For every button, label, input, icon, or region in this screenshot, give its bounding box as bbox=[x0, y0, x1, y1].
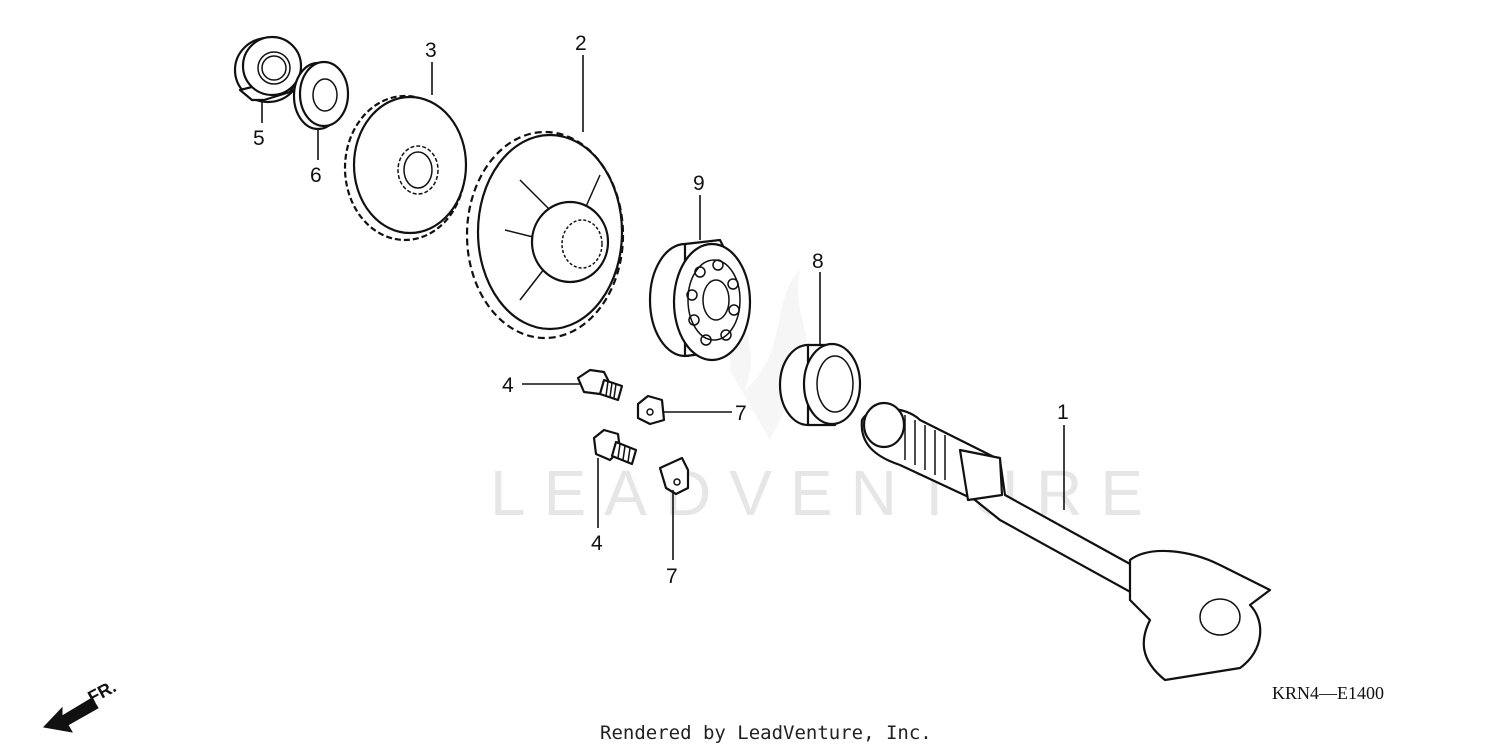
part-4-bolt-upper bbox=[576, 368, 624, 402]
callout-7-upper: 7 bbox=[735, 402, 747, 425]
callout-6: 6 bbox=[310, 164, 322, 187]
leader-lines bbox=[261, 55, 1065, 560]
front-direction-indicator: FR. bbox=[42, 676, 119, 733]
callout-4-upper: 4 bbox=[502, 374, 514, 397]
part-7-plate-upper bbox=[636, 394, 666, 426]
arrow-icon bbox=[42, 697, 99, 733]
callout-7-lower: 7 bbox=[666, 565, 678, 588]
callout-8: 8 bbox=[812, 250, 824, 273]
diagram-code: KRN4—E1400 bbox=[1272, 683, 1384, 703]
callout-9: 9 bbox=[693, 172, 705, 195]
part-8-collar bbox=[778, 342, 862, 427]
callout-1: 1 bbox=[1057, 401, 1069, 424]
callout-2: 2 bbox=[575, 32, 587, 55]
callout-4-lower: 4 bbox=[591, 532, 603, 555]
part-6-washer bbox=[292, 60, 350, 131]
callout-3: 3 bbox=[425, 39, 437, 62]
part-7-plate-lower bbox=[658, 456, 690, 496]
part-5-nut bbox=[233, 35, 303, 104]
bearing-balls bbox=[686, 259, 740, 346]
watermark-text: LEADVENTURE bbox=[490, 457, 1161, 529]
part-2-large-gear bbox=[465, 130, 625, 340]
part-1-shaft bbox=[860, 401, 1272, 682]
part-9-bearing bbox=[648, 238, 752, 362]
footer-credit: Rendered by LeadVenture, Inc. bbox=[600, 722, 932, 744]
callout-5: 5 bbox=[253, 127, 265, 150]
part-3-small-gear bbox=[343, 94, 468, 242]
part-4-bolt-lower bbox=[592, 428, 638, 466]
